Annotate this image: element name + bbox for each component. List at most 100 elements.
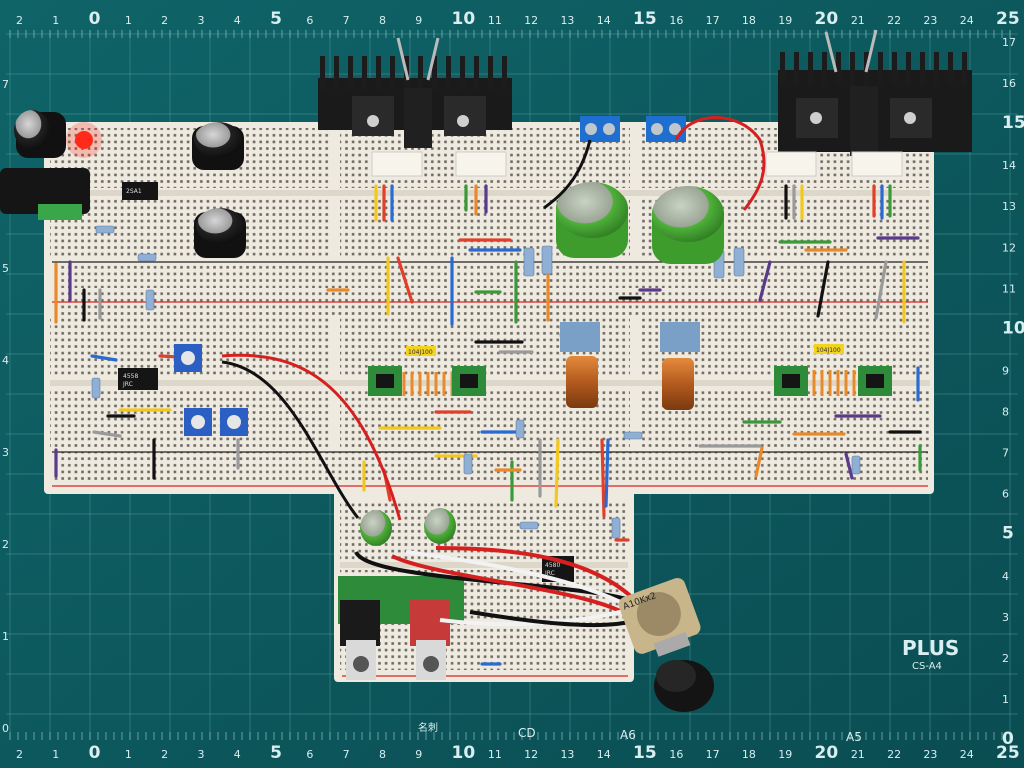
ruler-number: 16 [1002,77,1016,90]
ruler-number: 21 [851,748,865,761]
ruler-number: 5 [1002,524,1014,544]
ruler-number: 8 [379,748,386,761]
electrolytic-cap-large [652,186,724,264]
ruler-number: 18 [742,14,756,27]
ruler-number: 2 [16,14,23,27]
ruler-number: 17 [706,748,720,761]
electrolytic-cap-small [360,510,392,546]
ruler-number: 2 [1002,652,1009,665]
ruler-number: 0 [89,9,101,29]
cement-resistor [371,151,423,177]
ruler-number: 9 [415,14,422,27]
ruler-number: 3 [1002,611,1009,624]
ruler-number: 16 [669,748,683,761]
ruler-number: 7 [343,14,350,27]
film-cap-label: 104J100 [408,349,433,356]
ruler-number: 2 [16,748,23,761]
ruler-number: 16 [669,14,683,27]
ic-chip-label: 4558 [123,373,138,380]
ruler-number: 24 [960,14,974,27]
heatsink-right [778,29,972,156]
wire-red [435,546,646,612]
ruler-number: 6 [306,14,313,27]
ruler-number: 2 [161,14,168,27]
ruler-number: 3 [197,748,204,761]
ruler-number: 5 [2,262,9,275]
wire-black [221,360,360,519]
heatsink-left [318,37,512,148]
ruler-number: 11 [1002,282,1016,295]
ruler-number: 25 [996,9,1020,29]
ruler-number: 4 [234,14,241,27]
film-cap [406,346,436,356]
ruler-number: 6 [306,748,313,761]
ruler-number: 6 [1002,488,1009,501]
ruler-number: 11 [488,14,502,27]
ruler-number: 17 [706,14,720,27]
ruler-number: 5 [270,9,282,29]
ruler-number: 1 [125,748,132,761]
mat-brand-name: PLUS [902,636,959,660]
ruler-number: 7 [1002,447,1009,460]
ruler-number: 17 [1002,36,1016,49]
ruler-number: 1 [125,14,132,27]
mat-label-a5: A5 [846,730,862,744]
ruler-number: 14 [1002,159,1016,172]
rca-jack-black [340,600,380,680]
ic-chip [122,182,158,200]
ruler-number: 13 [1002,200,1016,213]
wire-red [221,353,402,521]
ruler-number: 15 [633,9,657,29]
mat-label-a6: A6 [620,728,636,742]
ruler-number: 14 [597,748,611,761]
ruler-number: 3 [2,446,9,459]
ruler-number: 4 [234,748,241,761]
ruler-number: 2 [2,538,9,551]
ic-chip-label: 2SA1 [126,188,142,195]
ic-chip [118,368,158,390]
film-cap [814,344,844,354]
ruler-number: 8 [379,14,386,27]
electrolytic-cap-small [424,508,456,544]
electrolytic-cap-black [194,208,246,258]
ruler-number: 20 [815,9,839,29]
ruler-number: 25 [996,743,1020,763]
ic-chip-label: JRC [544,570,555,577]
ruler-number: 11 [488,748,502,761]
screw-terminal [580,116,620,142]
inductor-coil [660,322,700,410]
ruler-number: 20 [815,743,839,763]
opamp-module [858,366,892,396]
rca-jack-red [410,600,450,680]
ruler-number: 1 [1002,693,1009,706]
wire-black [469,610,637,628]
ruler-number: 8 [1002,406,1009,419]
opamp-module [452,366,486,396]
screw-terminal [646,116,686,142]
ruler-number: 9 [415,748,422,761]
ruler-number: 14 [597,14,611,27]
cement-resistor [765,151,817,177]
ruler-number: 23 [923,14,937,27]
ruler-number: 18 [742,748,756,761]
ruler-number: 0 [1002,729,1014,749]
ruler-number: 10 [1002,318,1024,338]
ruler-number: 19 [778,748,792,761]
ruler-number: 9 [1002,364,1009,377]
mat-label-meishi: 名刺 [418,721,438,734]
ic-chip-label: 4580 [545,562,560,569]
ic-chip-label: JRC [122,381,133,388]
wire-red [674,116,766,211]
ruler-number: 1 [52,748,59,761]
film-cap-label: 104J100 [816,347,841,354]
ruler-number: 23 [923,748,937,761]
cement-resistor [851,151,903,177]
ruler-number: 10 [452,743,476,763]
ruler-number: 1 [52,14,59,27]
ruler-number: 3 [197,14,204,27]
trimmer-pot [220,408,248,436]
ruler-number: 0 [2,722,9,735]
